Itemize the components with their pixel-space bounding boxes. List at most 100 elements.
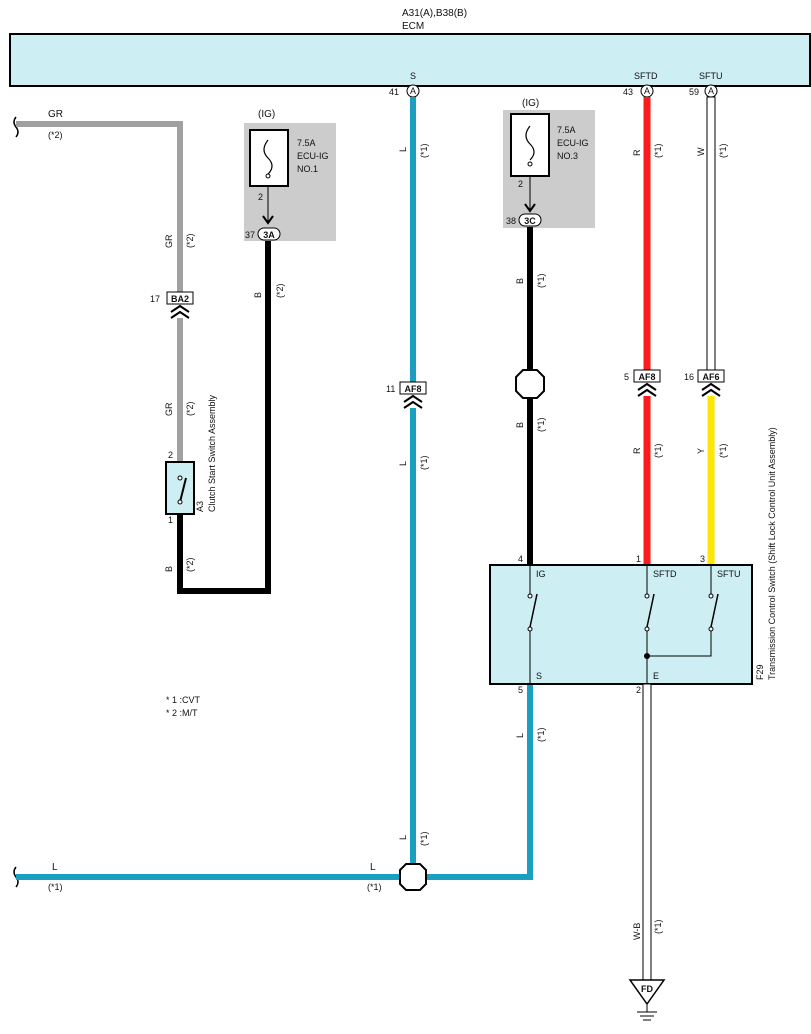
wire-gr2-label: GR xyxy=(164,402,174,416)
wire-r1-note: (*1) xyxy=(653,143,663,158)
wire-b-fuse1-label: B xyxy=(253,292,263,298)
wire-l-s1-label: L xyxy=(398,147,408,152)
junction-bottom xyxy=(399,863,427,891)
fuse1-terminal xyxy=(265,173,271,179)
fuse1-conn-label: 3A xyxy=(263,230,275,240)
fuse1-rating: 7.5A xyxy=(297,138,316,148)
conn-af8-r-num: 5 xyxy=(624,372,629,382)
tcs-sftd-contact-bottom xyxy=(644,626,650,632)
wire-l-bottom-left-note: (*1) xyxy=(48,882,63,892)
wire-wb xyxy=(642,683,652,981)
conn-af8-l-num: 11 xyxy=(386,384,395,394)
tcs-pin-sftu-label: SFTU xyxy=(717,569,741,579)
conn-af8-r-mark-top xyxy=(637,382,657,391)
wire-b-ig2-note: (*1) xyxy=(536,417,546,432)
tcs-e-node xyxy=(644,653,650,659)
conn-ba2-mark-bottom xyxy=(170,310,190,319)
wire-b-ig1-label: B xyxy=(515,278,525,284)
conn-af6-mark-bottom xyxy=(701,388,721,397)
fuse1-element xyxy=(263,139,273,175)
wire-gr1-label: GR xyxy=(164,234,174,248)
fuse2-pin: 2 xyxy=(518,179,523,189)
fuse2-name2: NO.3 xyxy=(557,151,578,161)
wire-gr1-note: (*2) xyxy=(185,233,195,248)
fuse2-rating: 7.5A xyxy=(557,125,576,135)
ground-label: FD xyxy=(641,984,653,994)
conn-af8-l-label: AF8 xyxy=(404,384,421,394)
clutch-code: A3 xyxy=(195,501,205,512)
fuse2-name1: ECU-IG xyxy=(557,138,589,148)
tcs-ig-contact-top xyxy=(527,593,533,599)
wire-b-ig2-label: B xyxy=(515,422,525,428)
note-mt: * 2 :M/T xyxy=(166,708,198,718)
conn-af8-l-mark-bottom xyxy=(403,400,423,409)
tcs-pin-e-label: E xyxy=(653,671,659,681)
conn-af6-num: 16 xyxy=(684,372,694,382)
tcs-sftd-blade xyxy=(646,593,655,628)
junction-ig xyxy=(515,369,545,399)
ecm-pin-s-num: 41 xyxy=(389,87,399,97)
fuse2-element xyxy=(525,125,535,161)
wire-y-label: Y xyxy=(696,448,706,454)
wire-gr-left-label: GR xyxy=(48,109,63,120)
wire-b-clutch xyxy=(177,240,271,594)
ecm-box xyxy=(9,33,811,87)
conn-af8-l-mark-top xyxy=(403,394,423,403)
tcs-pin-s-num: 5 xyxy=(518,685,523,695)
note-cvt: * 1 :CVT xyxy=(166,695,201,705)
clutch-pin-top: 2 xyxy=(168,450,173,460)
clutch-contact-bottom xyxy=(177,499,183,505)
fuse2-supply: (IG) xyxy=(522,98,539,109)
conn-af8-r-label: AF8 xyxy=(638,372,655,382)
fuse1-name2: NO.1 xyxy=(297,164,318,174)
fuse2-conn-num: 38 xyxy=(506,216,516,226)
wire-l-bottom-mid-note: (*1) xyxy=(367,882,382,892)
wire-gr-top xyxy=(16,121,183,292)
fuse2-conn-mark xyxy=(524,203,536,213)
wire-l-sw-label: L xyxy=(515,733,525,738)
wire-y-note: (*1) xyxy=(718,443,728,458)
tcs-pin-ig-label: IG xyxy=(536,569,546,579)
tcs-ig-contact-bottom xyxy=(527,626,533,632)
tcs-ig-blade xyxy=(529,593,538,628)
fuse1-conn-num: 37 xyxy=(245,230,255,240)
fuse1-name1: ECU-IG xyxy=(297,151,329,161)
wire-w xyxy=(706,96,716,371)
ecm-pin-sftd-label: SFTD xyxy=(634,71,658,81)
fuse1-conn-box xyxy=(257,227,281,241)
wire-b-ig1-note: (*1) xyxy=(536,273,546,288)
tcs-sftu-contact-top xyxy=(708,593,714,599)
wire-wb-note: (*1) xyxy=(653,919,663,934)
ecm-pin-sftu-conn-label: A xyxy=(708,86,714,96)
wire-b-fuse1-note: (*2) xyxy=(275,283,285,298)
conn-af8-r-box xyxy=(633,369,661,383)
wire-l-bottom-mid-label: L xyxy=(370,862,376,873)
fuse2-terminal xyxy=(527,161,533,167)
wire-wb-label: W-B xyxy=(632,923,642,940)
wire-w-label: W xyxy=(696,147,706,156)
ecm-pin-sftu-num: 59 xyxy=(689,87,699,97)
wire-l-bottom-right xyxy=(426,684,533,880)
wire-gr-left-note: (*2) xyxy=(48,130,63,140)
wire-l-bottom-left-label: L xyxy=(52,862,58,873)
ecm-pin-s-conn-label: A xyxy=(410,86,416,96)
tcs-sftu-contact-bottom xyxy=(708,626,714,632)
tcs-pin-s-label: S xyxy=(536,671,542,681)
wire-b-clutch-note: (*2) xyxy=(185,557,195,572)
tcs-pin-ig-num: 4 xyxy=(518,554,523,564)
wire-l-s2-label: L xyxy=(398,461,408,466)
fuse2-conn-box xyxy=(518,213,542,227)
wire-r2-note: (*1) xyxy=(653,443,663,458)
wire-l-s3-note: (*1) xyxy=(419,831,429,846)
tcs-pin-sftu-num: 3 xyxy=(700,554,705,564)
ecm-pin-sftu-label: SFTU xyxy=(699,71,723,81)
ecm-name-label: ECM xyxy=(402,21,424,32)
wire-l-sw-note: (*1) xyxy=(536,727,546,742)
ecm-pin-sftd-num: 43 xyxy=(623,87,633,97)
conn-af6-box xyxy=(697,369,725,383)
conn-af6-mark-top xyxy=(701,382,721,391)
wire-l-s3-label: L xyxy=(398,835,408,840)
fuse2-conn-label: 3C xyxy=(524,216,536,226)
clutch-name: Clutch Start Switch Assembly xyxy=(207,394,217,512)
